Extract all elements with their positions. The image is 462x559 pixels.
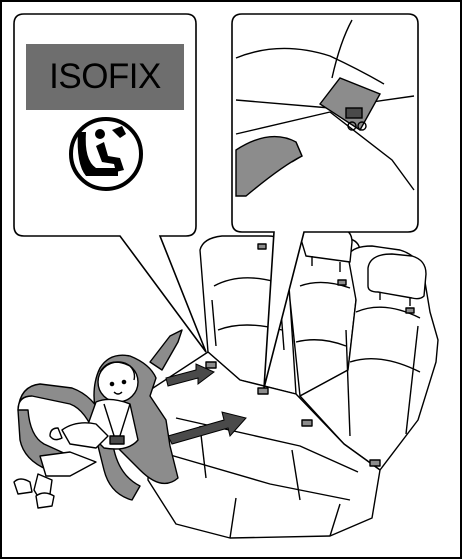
isofix-child-seat-icon xyxy=(71,119,141,189)
isofix-label: ISOFIX xyxy=(26,44,184,110)
